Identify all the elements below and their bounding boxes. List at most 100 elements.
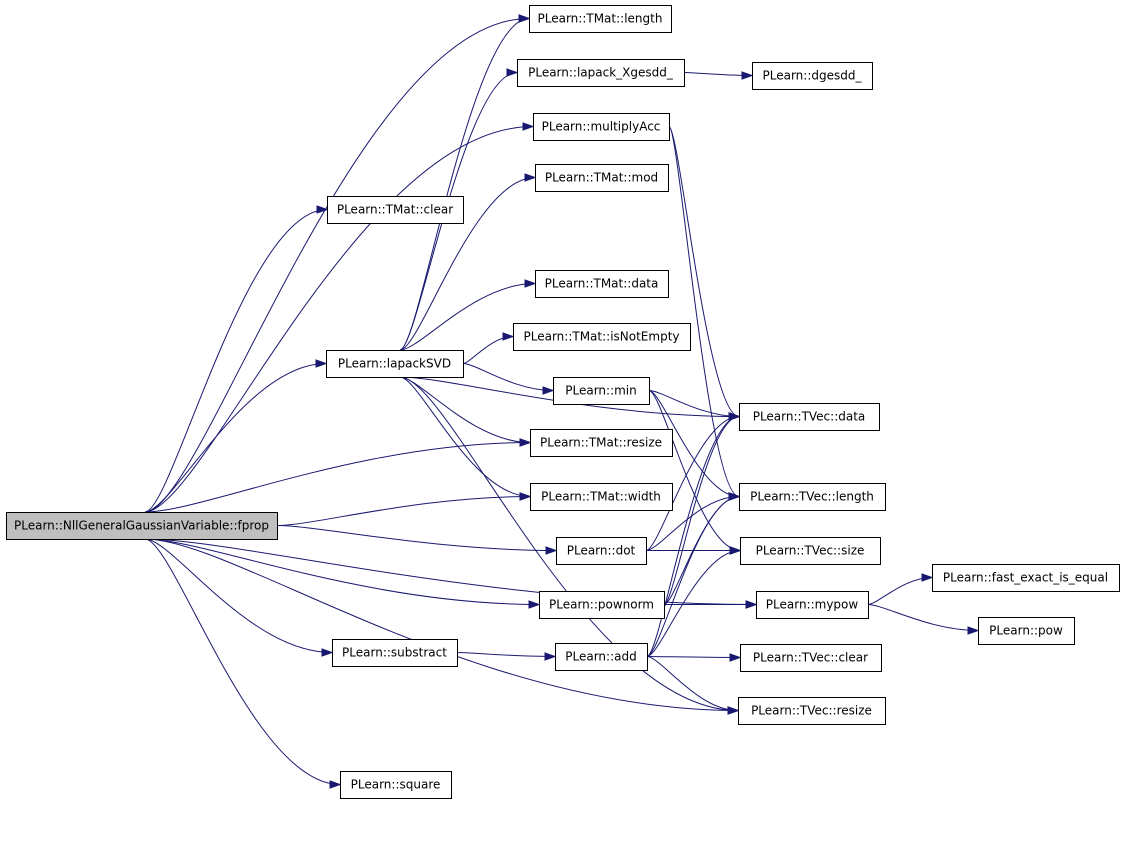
edge-fprop-to-lapacksvd (144, 363, 327, 513)
node-label: PLearn::lapack_Xgesdd_ (528, 66, 674, 80)
node-tmat-data[interactable]: PLearn::TMat::data (535, 270, 669, 298)
edge-arrowhead (502, 332, 515, 341)
edge-fprop-to-tvec-resize (144, 538, 739, 711)
edge-lapacksvd-to-tmat-length (399, 18, 530, 351)
node-substract[interactable]: PLearn::substract (332, 639, 458, 667)
edge-arrowhead (729, 653, 742, 662)
node-mypow[interactable]: PLearn::mypow (756, 591, 869, 619)
node-label: PLearn::TMat::isNotEmpty (524, 330, 680, 344)
node-tmat-length[interactable]: PLearn::TMat::length (529, 5, 672, 33)
edge-dot-to-tvec-length (645, 496, 740, 551)
edge-arrowhead (518, 14, 531, 23)
edge-add-to-tvec-length (646, 496, 740, 657)
node-box[interactable] (340, 771, 452, 799)
edge-arrowhead (315, 359, 328, 368)
node-tvec-data[interactable]: PLearn::TVec::data (739, 403, 880, 431)
node-label: PLearn::substract (342, 646, 447, 660)
node-box[interactable] (932, 564, 1120, 592)
node-label: PLearn::TMat::data (545, 277, 659, 291)
node-pownorm[interactable]: PLearn::pownorm (539, 591, 665, 619)
node-label: PLearn::pownorm (549, 598, 654, 612)
edge-arrowhead (542, 386, 555, 395)
node-add[interactable]: PLearn::add (555, 643, 648, 671)
node-tmat-clear[interactable]: PLearn::TMat::clear (327, 196, 464, 224)
node-box[interactable] (739, 403, 880, 431)
node-box[interactable] (740, 537, 881, 565)
node-label: PLearn::TMat::clear (337, 203, 453, 217)
node-box[interactable] (555, 643, 648, 671)
edge-lapacksvd-to-tvec-resize (399, 376, 739, 711)
node-box[interactable] (517, 59, 685, 87)
node-label: PLearn::add (565, 650, 636, 664)
edge-min-to-tvec-length (648, 390, 740, 497)
node-box[interactable] (756, 591, 869, 619)
edge-substract-to-add (456, 652, 556, 657)
node-tvec-resize[interactable]: PLearn::TVec::resize (738, 697, 886, 725)
node-box[interactable] (332, 639, 458, 667)
node-tmat-isnotempty[interactable]: PLearn::TMat::isNotEmpty (513, 323, 691, 351)
node-pow[interactable]: PLearn::pow (978, 617, 1075, 645)
node-tmat-resize[interactable]: PLearn::TMat::resize (530, 429, 673, 457)
node-fprop[interactable]: PLearn::NllGeneralGaussianVariable::fpro… (6, 512, 278, 540)
node-box[interactable] (738, 697, 886, 725)
edge-arrowhead (321, 648, 334, 657)
edge-multiplyacc-to-tvec-data (668, 126, 740, 417)
node-multiplyacc[interactable]: PLearn::multiplyAcc (533, 113, 670, 141)
node-box[interactable] (739, 483, 886, 511)
node-box[interactable] (529, 5, 672, 33)
edge-mypow-to-pow (867, 604, 979, 631)
node-box[interactable] (556, 537, 647, 565)
edge-fprop-to-tmat-length (144, 18, 530, 513)
node-box[interactable] (326, 350, 464, 378)
node-tmat-mod[interactable]: PLearn::TMat::mod (535, 164, 669, 192)
edge-lapacksvd-to-tmat-mod (399, 177, 536, 351)
node-box[interactable] (533, 113, 670, 141)
edge-arrowhead (727, 706, 740, 715)
edge-arrowhead (544, 652, 557, 661)
node-tvec-length[interactable]: PLearn::TVec::length (739, 483, 886, 511)
node-lapacksvd[interactable]: PLearn::lapackSVD (326, 350, 464, 378)
edge-add-to-tvec-clear (646, 656, 741, 658)
edge-lapacksvd-to-tmat-resize (399, 376, 531, 443)
node-lapack-xgesdd[interactable]: PLearn::lapack_Xgesdd_ (517, 59, 685, 87)
node-min[interactable]: PLearn::min (553, 377, 650, 405)
node-box[interactable] (740, 644, 882, 672)
node-box[interactable] (535, 270, 669, 298)
node-box[interactable] (513, 323, 691, 351)
edge-fprop-to-tmat-resize (144, 442, 531, 513)
node-square[interactable]: PLearn::square (340, 771, 452, 799)
edge-pownorm-to-tvec-data (663, 416, 740, 605)
node-box[interactable] (539, 591, 665, 619)
edge-fprop-to-square (144, 538, 341, 785)
node-box[interactable] (752, 62, 873, 90)
node-box[interactable] (535, 164, 669, 192)
node-dgesdd[interactable]: PLearn::dgesdd_ (752, 62, 873, 90)
node-box[interactable] (553, 377, 650, 405)
edge-add-to-tvec-data (646, 416, 740, 657)
edge-fprop-to-tmat-clear (144, 209, 328, 513)
node-label: PLearn::TVec::clear (753, 651, 868, 665)
node-tmat-width[interactable]: PLearn::TMat::width (530, 483, 673, 511)
node-box[interactable] (530, 429, 673, 457)
edge-min-to-tvec-data (648, 390, 740, 417)
node-box[interactable] (6, 512, 278, 540)
node-box[interactable] (978, 617, 1075, 645)
node-tvec-clear[interactable]: PLearn::TVec::clear (740, 644, 882, 672)
edge-arrowhead (329, 780, 342, 789)
node-box[interactable] (327, 196, 464, 224)
node-box[interactable] (530, 483, 673, 511)
node-label: PLearn::TMat::resize (540, 436, 662, 450)
node-label: PLearn::dgesdd_ (763, 69, 863, 83)
node-label: PLearn::lapackSVD (338, 357, 451, 371)
node-fast-exact[interactable]: PLearn::fast_exact_is_equal (932, 564, 1120, 592)
node-label: PLearn::square (351, 778, 441, 792)
node-label: PLearn::pow (989, 624, 1063, 638)
edge-arrowhead (745, 600, 758, 609)
edge-min-to-tvec-size (648, 390, 741, 551)
node-tvec-size[interactable]: PLearn::TVec::size (740, 537, 881, 565)
node-label: PLearn::NllGeneralGaussianVariable::fpro… (14, 519, 269, 533)
edge-arrowhead (729, 546, 742, 555)
node-dot[interactable]: PLearn::dot (556, 537, 647, 565)
edge-arrowhead (967, 626, 980, 635)
